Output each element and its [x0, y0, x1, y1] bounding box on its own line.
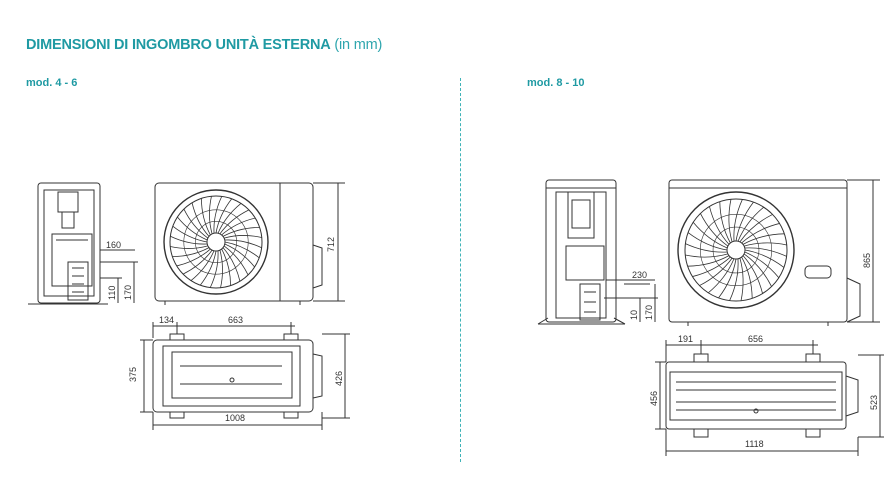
fan-grille-8-10	[685, 199, 787, 301]
grille-spoke	[744, 251, 780, 278]
model-label-8-10: mod. 8 - 10	[527, 77, 585, 89]
grille-spoke	[729, 258, 739, 301]
dim-top-depth-total-8-10: 523	[869, 395, 879, 410]
dim-side-pipe-high-8-10: 170	[644, 305, 654, 320]
grille-spoke	[209, 250, 219, 288]
grille-spoke	[176, 248, 211, 267]
dim-top-depth-4-6: 375	[128, 367, 138, 382]
dim-top-width-4-6: 1008	[225, 413, 245, 423]
grille-spoke	[685, 253, 729, 258]
grille-ring	[195, 221, 238, 264]
grille-spoke	[191, 202, 210, 237]
section-divider	[460, 78, 461, 462]
dim-side-pipe-low-4-6: 110	[107, 286, 117, 300]
title-main: DIMENSIONI DI INGOMBRO UNITÀ ESTERNA	[26, 37, 331, 53]
grille-spoke	[700, 213, 729, 247]
grille-spoke	[719, 201, 731, 244]
grille-spoke	[737, 206, 764, 242]
grille-spoke	[735, 201, 754, 242]
grille-spoke	[743, 242, 787, 247]
side-view-4-6	[28, 182, 138, 305]
grille-spoke	[221, 248, 232, 286]
grille-spoke	[170, 245, 208, 249]
dim-side-pipe-offset-8-10: 230	[632, 270, 647, 280]
grille-spoke	[172, 225, 208, 243]
grille-ring	[183, 209, 249, 275]
title-unit: (in mm)	[334, 37, 383, 53]
dim-top-width-8-10: 1118	[745, 439, 764, 449]
dim-top-foot-span-8-10: 656	[748, 334, 763, 344]
grille-spoke	[200, 198, 211, 236]
top-view-4-6	[140, 322, 350, 430]
grille-ring	[712, 226, 760, 274]
grille-spoke	[209, 196, 213, 234]
dim-front-height-4-6: 712	[326, 237, 336, 252]
grille-spoke	[728, 199, 733, 243]
grille-spoke	[222, 226, 260, 237]
grille-spoke	[733, 199, 743, 242]
grille-spoke	[741, 256, 753, 299]
grille-spoke	[741, 223, 780, 244]
grille-spoke	[215, 198, 233, 234]
front-view-4-6	[154, 182, 345, 305]
grille-spoke	[687, 255, 730, 267]
grille-spoke	[742, 233, 785, 245]
grille-spoke	[742, 255, 763, 294]
dim-top-foot-span-4-6: 663	[228, 315, 243, 325]
grille-spoke	[213, 196, 223, 234]
grille-spoke	[685, 243, 728, 253]
grille-spoke	[219, 250, 223, 288]
grille-spoke	[190, 250, 215, 281]
grille-spoke	[739, 257, 744, 301]
grille-spoke	[744, 249, 785, 268]
grille-spoke	[718, 258, 737, 299]
page-title: DIMENSIONI DI INGOMBRO UNITÀ ESTERNA (in…	[26, 37, 382, 53]
grille-spoke	[687, 232, 728, 251]
dim-side-pipe-low-8-10: 10	[629, 310, 639, 320]
grille-spoke	[743, 253, 772, 287]
dim-side-pipe-high-4-6: 170	[123, 285, 133, 300]
grille-spoke	[744, 247, 787, 257]
grille-spoke	[222, 247, 241, 282]
grille-spoke	[692, 256, 731, 277]
grille-spoke	[692, 222, 728, 249]
grille-spoke	[170, 235, 208, 245]
grille-spoke	[219, 209, 250, 235]
grille-spoke	[217, 203, 242, 234]
grille-ring	[699, 214, 772, 287]
grille-spoke	[708, 258, 735, 294]
grille-spoke	[177, 216, 208, 241]
grille-spoke	[709, 206, 730, 245]
fan-grille-4-6	[170, 196, 262, 288]
dim-side-pipe-offset-4-6: 160	[106, 240, 121, 250]
dim-top-foot-offset-4-6: 134	[159, 315, 174, 325]
dim-top-depth-8-10: 456	[649, 391, 659, 406]
grille-spoke	[199, 250, 217, 286]
grille-spoke	[224, 243, 255, 268]
model-label-4-6: mod. 4 - 6	[26, 77, 78, 89]
grille-spoke	[224, 235, 262, 239]
grille-spoke	[739, 214, 773, 243]
top-view-8-10	[655, 340, 884, 456]
grille-spoke	[699, 257, 733, 286]
side-view-8-10	[537, 179, 658, 325]
grille-spoke	[224, 241, 260, 259]
dim-top-foot-offset-8-10: 191	[678, 334, 693, 344]
grille-spoke	[172, 247, 210, 258]
grille-spoke	[221, 217, 256, 236]
grille-spoke	[223, 245, 249, 276]
dim-front-height-8-10: 865	[862, 253, 872, 268]
front-view-8-10	[668, 179, 880, 326]
grille-spoke	[182, 249, 213, 275]
grille-spoke	[183, 208, 209, 239]
dim-top-depth-total-4-6: 426	[334, 371, 344, 386]
grille-spoke	[224, 239, 262, 249]
